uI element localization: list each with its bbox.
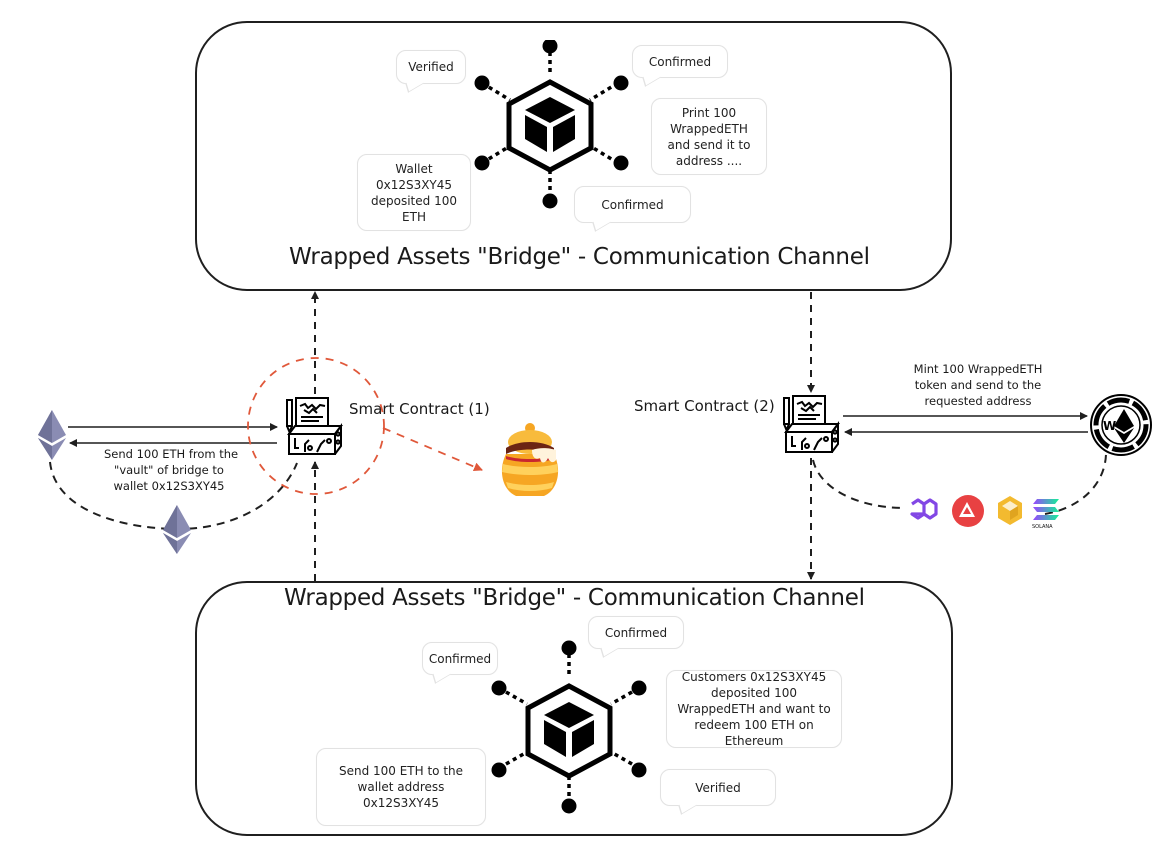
- bottom-bubble-send-eth: Send 100 ETH to the wallet address 0x12S…: [316, 748, 486, 826]
- note-line: wallet 0x12S3XY45: [113, 479, 225, 493]
- mint-note: Mint 100 WrappedETH token and send to th…: [908, 361, 1048, 409]
- note-line: token and send to the: [914, 378, 1042, 392]
- bubble-text: Confirmed: [604, 625, 668, 640]
- polygon-icon: [910, 498, 938, 520]
- solana-caption: SOLANA: [1032, 524, 1053, 530]
- top-bubble-print: Print 100 WrappedETH and send it to addr…: [651, 98, 767, 175]
- avalanche-icon: [952, 495, 984, 527]
- wrapped-letter: W: [1103, 419, 1116, 433]
- bubble-text: Verified: [408, 60, 454, 74]
- bottom-channel-title: Wrapped Assets "Bridge" - Communication …: [284, 585, 865, 611]
- note-line: Mint 100 WrappedETH: [913, 362, 1043, 376]
- bubble-text: Send 100 ETH to the wallet address 0x12S…: [338, 764, 464, 810]
- bubble-text: Confirmed: [648, 54, 712, 69]
- note-line: Send 100 ETH from the: [104, 447, 239, 461]
- top-bubble-confirmed-1: Confirmed: [632, 45, 728, 87]
- wrapped-eth-icon: W: [1090, 394, 1152, 456]
- vault-transfer-note: Send 100 ETH from the "vault" of bridge …: [104, 446, 239, 494]
- bottom-bubble-customers: Customers 0x12S3XY45 deposited 100 Wrapp…: [666, 670, 842, 748]
- bubble-text: Confirmed: [601, 197, 664, 212]
- bottom-bubble-confirmed-1: Confirmed: [422, 642, 498, 684]
- solana-icon: SOLANA: [1032, 499, 1059, 530]
- bottom-blockchain-hexagon-icon: [491, 640, 647, 814]
- note-line: requested address: [924, 394, 1032, 408]
- note-line: "vault" of bridge to: [114, 463, 224, 477]
- smart-contract-1-icon: [286, 397, 343, 455]
- bubble-text: Customers 0x12S3XY45 deposited 100 Wrapp…: [677, 670, 831, 748]
- ethereum-icon: [38, 410, 66, 460]
- top-bubble-wallet-deposit: Wallet 0x12S3XY45 deposited 100 ETH: [357, 154, 471, 231]
- bubble-text: Verified: [695, 780, 741, 795]
- bubble-text: Print 100 WrappedETH and send it to addr…: [667, 105, 751, 168]
- bottom-bubble-verified: Verified: [660, 769, 776, 815]
- smart-contract-2-icon: [783, 395, 840, 453]
- bnb-icon: [998, 496, 1022, 525]
- top-channel-title: Wrapped Assets "Bridge" - Communication …: [289, 244, 870, 270]
- top-bubble-verified: Verified: [396, 50, 466, 93]
- honey-pot-icon: [501, 423, 559, 496]
- left-return-curve: [49, 461, 298, 531]
- attack-arrow: [382, 427, 483, 472]
- right-chains-curve-end: [1044, 453, 1107, 515]
- ethereum-icon-vault: [163, 505, 191, 554]
- smart-contract-1-label: Smart Contract (1): [349, 400, 490, 418]
- top-bubble-confirmed-2: Confirmed: [574, 186, 691, 232]
- bubble-text: Confirmed: [428, 651, 492, 666]
- top-blockchain-hexagon-icon: [474, 40, 629, 209]
- bottom-bubble-confirmed-2: Confirmed: [588, 616, 684, 658]
- right-chains-curve: [812, 459, 906, 509]
- attack-highlight-circle: [247, 357, 385, 495]
- bubble-text: Wallet 0x12S3XY45 deposited 100 ETH: [371, 161, 457, 224]
- smart-contract-2-label: Smart Contract (2): [634, 397, 775, 415]
